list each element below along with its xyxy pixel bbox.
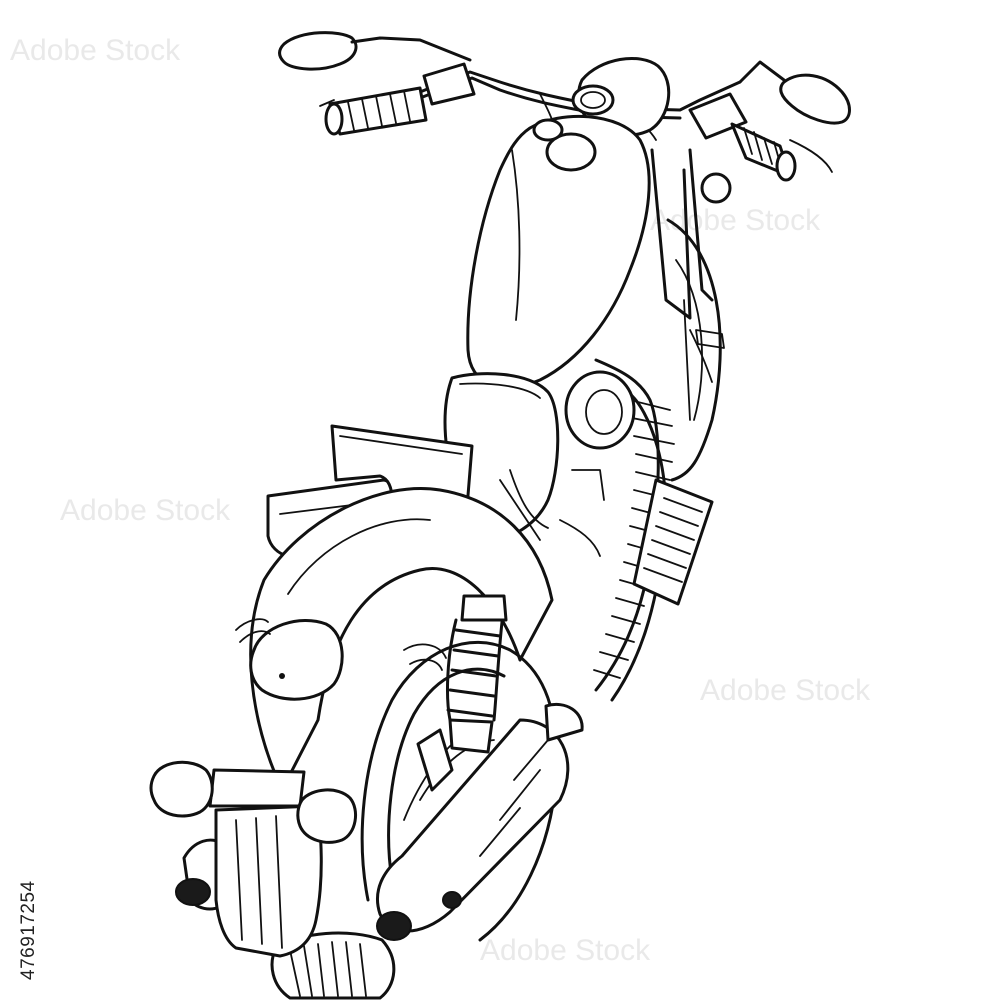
left-grip	[319, 62, 476, 136]
stock-image-id: 476917254	[18, 880, 39, 980]
right-turn-signal	[296, 788, 358, 844]
front-wheel	[666, 218, 722, 482]
rear-wheel	[360, 640, 559, 942]
fuel-tank	[466, 114, 651, 389]
front-fork	[650, 148, 732, 383]
watermark-text: Adobe Stock	[10, 34, 181, 67]
rear-fender	[249, 487, 554, 792]
rear-tire	[270, 931, 396, 1000]
watermark-text: Adobe Stock	[60, 494, 231, 527]
left-mirror	[278, 31, 472, 71]
right-grip	[688, 92, 833, 182]
license-plate	[208, 768, 323, 958]
watermark-text: Adobe Stock	[480, 934, 651, 967]
watermark-text: Adobe Stock	[700, 674, 871, 707]
rear-shock-absorber	[446, 594, 508, 754]
left-turn-signal	[149, 760, 214, 818]
exhaust-pipe	[375, 703, 584, 941]
right-mirror	[738, 60, 851, 125]
frame-details	[235, 469, 605, 671]
watermark-pattern: Adobe Stock Adobe Stock Adobe Stock Adob…	[10, 34, 871, 967]
tail-light	[249, 619, 344, 701]
footboard	[632, 478, 714, 606]
watermark-text: Adobe Stock	[650, 204, 821, 237]
speedometer-gauge	[571, 84, 615, 116]
